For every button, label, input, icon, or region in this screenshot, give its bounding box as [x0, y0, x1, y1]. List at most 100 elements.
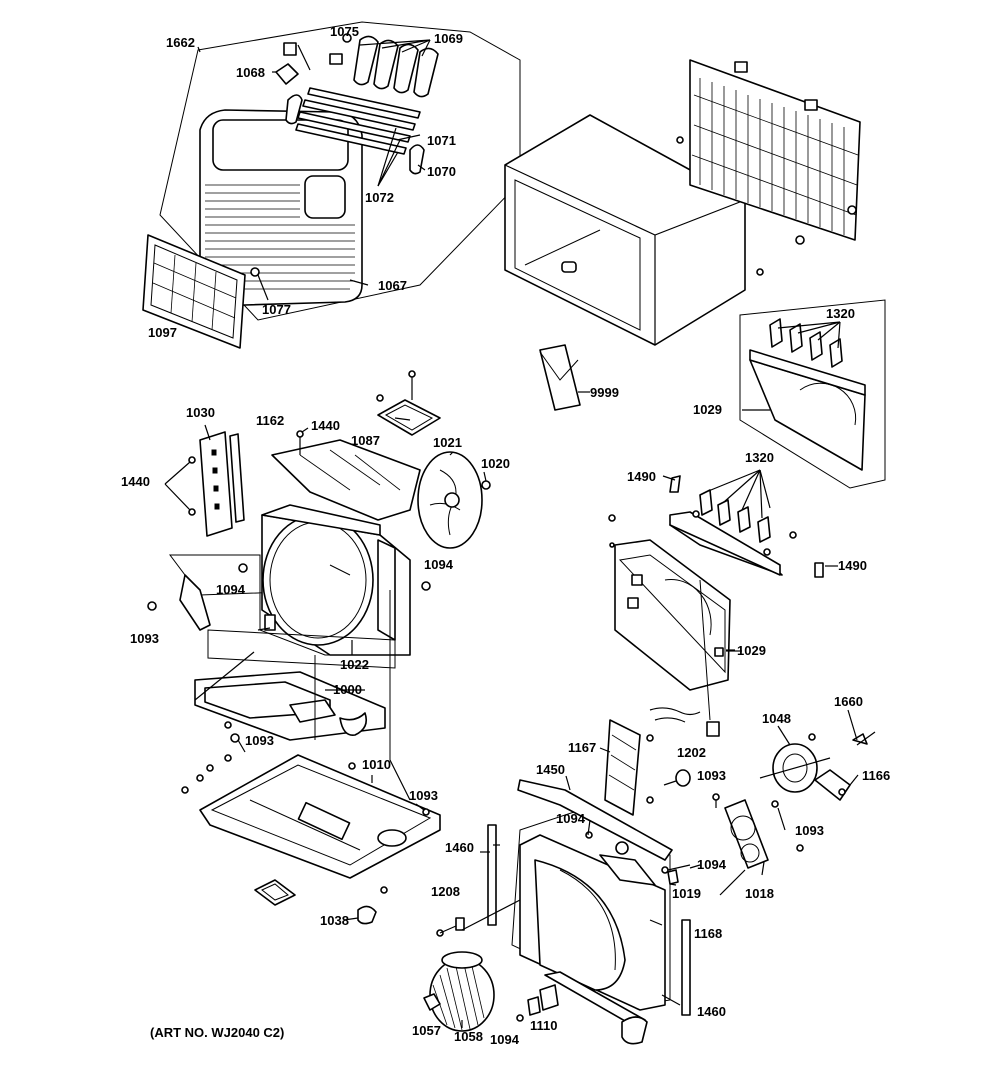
bracket-1030 [199, 431, 245, 537]
callout-1490-upper: 1490 [627, 469, 656, 484]
clip-small [329, 53, 343, 65]
clips-1320-upper [769, 318, 843, 368]
front-grille-group [142, 21, 521, 349]
callout-1166: 1166 [862, 768, 890, 783]
callout-1460-right: 1460 [697, 1004, 726, 1019]
callout-1094-motor: 1094 [697, 857, 727, 872]
control-panel-window [304, 175, 346, 219]
clip-1068a [283, 42, 297, 56]
bracket-assembly-1029-upper [739, 299, 886, 489]
base-pan [181, 721, 441, 925]
bulletin-9999 [539, 344, 581, 411]
callout-1068: 1068 [236, 65, 265, 80]
blower-shroud-1022 [169, 504, 411, 656]
callout-1320-lower: 1320 [745, 450, 774, 465]
callout-1029-lower: 1029 [737, 643, 766, 658]
callout-1075: 1075 [330, 24, 359, 39]
callout-1070: 1070 [427, 164, 456, 179]
callout-1093-center: 1093 [245, 733, 274, 748]
bracket-left [285, 94, 303, 125]
drain-pan [194, 629, 396, 741]
callout-1662: 1662 [166, 35, 195, 50]
bracket-1110 [539, 984, 559, 1011]
air-filter-1097 [142, 234, 246, 349]
callout-1450: 1450 [536, 762, 565, 777]
grille-louvers [205, 184, 355, 290]
callout-1162: 1162 [256, 413, 284, 428]
callout-1010: 1010 [362, 757, 391, 772]
bracket-1087 [376, 370, 441, 436]
fan-motor-1048 [759, 733, 831, 793]
callout-1094-right: 1094 [424, 557, 454, 572]
blower-wheel-1058 [429, 951, 495, 1032]
callout-1490-right: 1490 [838, 558, 867, 573]
wire-harness [649, 707, 720, 737]
callout-1167: 1167 [568, 740, 596, 755]
screw-1075 [342, 33, 352, 43]
callout-1094-center: 1094 [556, 811, 586, 826]
callout-1202: 1202 [677, 745, 706, 760]
bracket-1166 [814, 769, 851, 801]
callout-1087: 1087 [351, 433, 380, 448]
louver-clips-1069 [353, 35, 439, 98]
callout-9999: 9999 [590, 385, 619, 400]
grille-opening [212, 119, 349, 171]
seal-strip-1460b [681, 919, 691, 1016]
callout-1110: 1110 [530, 1018, 558, 1033]
clip-1208 [455, 917, 465, 931]
callout-1094-left: 1094 [216, 582, 246, 597]
callout-1018: 1018 [745, 886, 774, 901]
nut-1020 [481, 480, 491, 490]
louver-blades-1071 [295, 87, 421, 155]
bulkhead-1029-lower [608, 469, 838, 721]
cabinet-wrapper [504, 114, 764, 346]
retainer-1068 [275, 63, 299, 85]
callout-1440-left: 1440 [121, 474, 150, 489]
callout-labels: 1662 1075 1069 1068 1071 1070 1072 1067 … [121, 24, 890, 1047]
callout-1030: 1030 [186, 405, 215, 420]
callout-1320-upper: 1320 [826, 306, 855, 321]
callout-1021: 1021 [433, 435, 462, 450]
callout-1019: 1019 [672, 886, 701, 901]
rear-grille [689, 59, 861, 245]
screw-1077 [250, 267, 260, 277]
scroll-housing-1018 [724, 799, 769, 869]
hub-1057 [423, 993, 441, 1011]
callout-1077: 1077 [262, 302, 291, 317]
callout-1208: 1208 [431, 884, 460, 899]
fan-blade-1021 [417, 451, 483, 549]
callout-1071: 1071 [427, 133, 456, 148]
bushing-1202 [675, 769, 691, 787]
callout-1097: 1097 [148, 325, 177, 340]
callout-1058: 1058 [454, 1029, 483, 1044]
callout-1093-base: 1093 [409, 788, 438, 803]
callout-1460-left: 1460 [445, 840, 474, 855]
panel-1167 [604, 719, 641, 816]
callout-1029-upper: 1029 [693, 402, 722, 417]
callout-1093-right: 1093 [795, 823, 824, 838]
motor-clamp [621, 1016, 648, 1045]
callout-1038: 1038 [320, 913, 349, 928]
bracket-1070 [409, 144, 425, 175]
callout-1440-upper: 1440 [311, 418, 340, 433]
callout-1000: 1000 [333, 682, 362, 697]
blower-housing [487, 779, 691, 1026]
callout-1093-left: 1093 [130, 631, 159, 646]
callout-1093-motor: 1093 [697, 768, 726, 783]
callout-1168: 1168 [694, 926, 722, 941]
callout-1048: 1048 [762, 711, 791, 726]
callout-1020: 1020 [481, 456, 510, 471]
seal-strip-1460a [487, 824, 497, 926]
panel-1162 [271, 439, 421, 521]
art-number: (ART NO. WJ2040 C2) [150, 1025, 284, 1040]
callout-1660: 1660 [834, 694, 863, 709]
callout-1094-bottom: 1094 [490, 1032, 520, 1047]
callout-1067: 1067 [378, 278, 407, 293]
callout-1057: 1057 [412, 1023, 441, 1038]
callout-1069: 1069 [434, 31, 463, 46]
brace-left [179, 574, 211, 631]
callout-1022: 1022 [340, 657, 369, 672]
leader-lines [194, 46, 859, 1028]
